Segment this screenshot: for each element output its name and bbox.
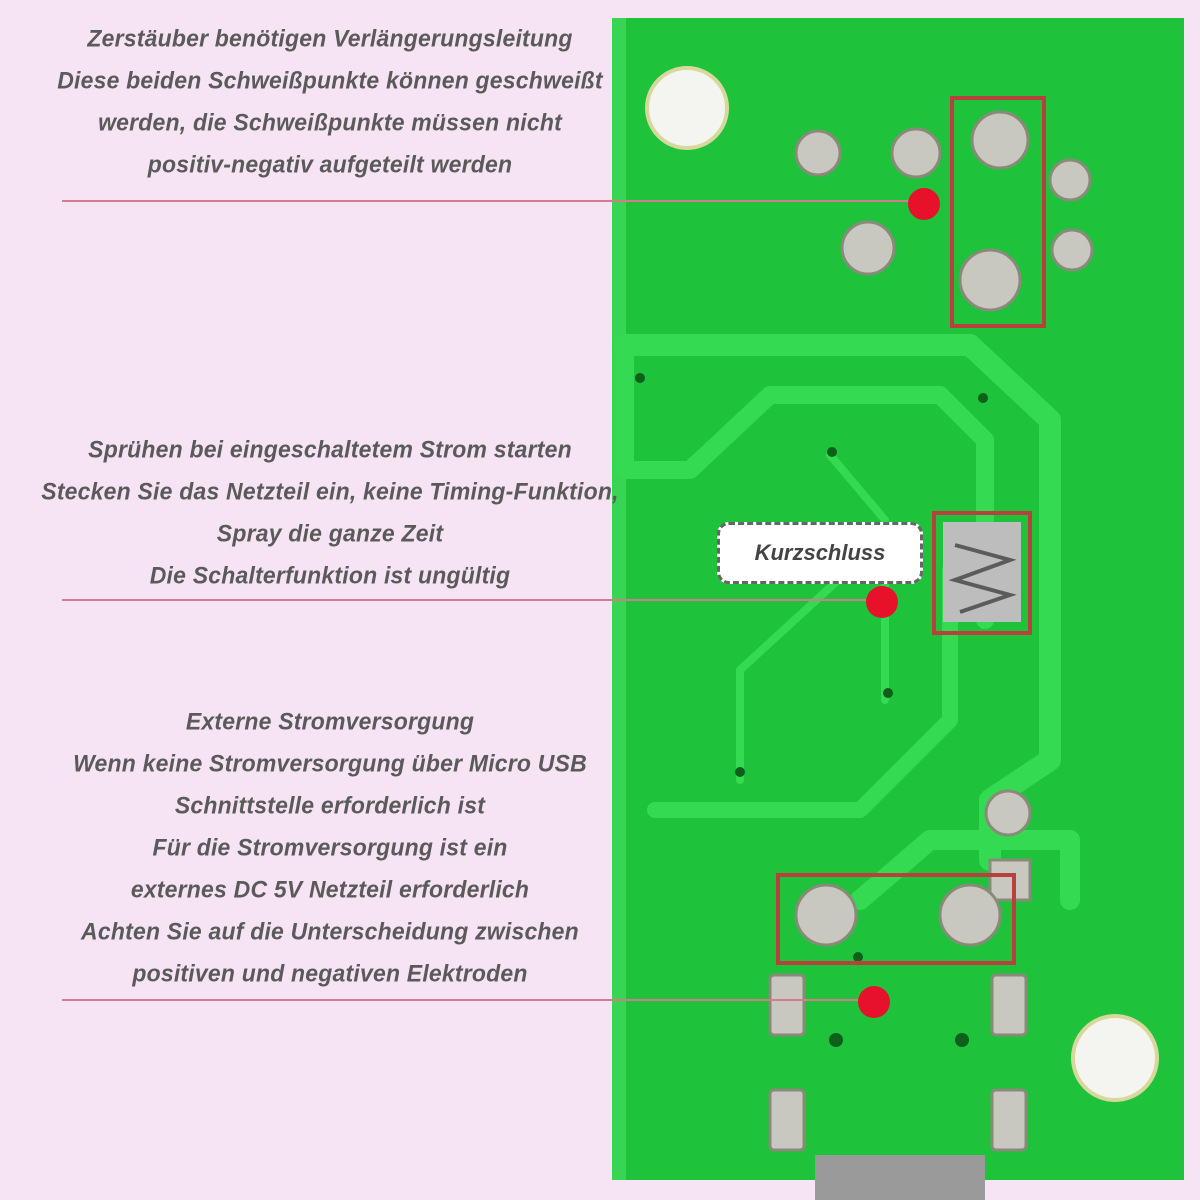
short-circuit-label: Kurzschluss <box>754 540 886 565</box>
leader-line-3 <box>62 999 860 1001</box>
solder-pad-dc-positive <box>794 883 858 947</box>
leader-line-2 <box>62 599 878 601</box>
via <box>827 447 837 457</box>
solder-pad <box>794 129 842 177</box>
annotation-line: Zerstäuber benötigen Verlängerungsleitun… <box>87 24 573 52</box>
solder-pad <box>890 127 942 179</box>
solder-pad <box>840 220 896 276</box>
solder-pad <box>1048 158 1092 202</box>
annotation-line: Achten Sie auf die Unterscheidung zwisch… <box>81 917 579 945</box>
annotation-line: Schnittstelle erforderlich ist <box>174 791 486 819</box>
short-circuit-callout: Kurzschluss <box>717 522 923 584</box>
annotation-line: positiven und negativen Elektroden <box>132 959 528 987</box>
annotation-line: Spray die ganze Zeit <box>216 519 444 547</box>
highlight-box-short-circuit <box>932 511 1032 635</box>
annotation-line: werden, die Schweißpunkte müssen nicht <box>98 108 562 136</box>
annotation-line: Die Schalterfunktion ist ungültig <box>149 561 511 589</box>
usb-pin <box>990 973 1028 1037</box>
annotation-line: Diese beiden Schweißpunkte können geschw… <box>57 66 603 94</box>
via <box>829 1033 843 1047</box>
solder-pad <box>1050 228 1094 272</box>
annotation-line: Sprühen bei eingeschaltetem Strom starte… <box>88 435 572 463</box>
marker-dot-2 <box>866 586 898 618</box>
trace-bottom <box>647 562 958 818</box>
via <box>735 767 745 777</box>
via <box>853 952 863 962</box>
highlight-box-power-pads <box>776 873 1016 965</box>
highlight-box-weld-points <box>950 96 1046 328</box>
via <box>635 373 645 383</box>
trace-center <box>826 451 889 704</box>
annotation-weld-points: Zerstäuber benötigen Verlängerungsleitun… <box>20 17 640 185</box>
via <box>955 1033 969 1047</box>
trace-usb-lane <box>850 830 1080 910</box>
usb-pin <box>768 1088 806 1152</box>
annotation-line: Stecken Sie das Netzteil ein, keine Timi… <box>41 477 619 505</box>
annotation-line: Externe Stromversorgung <box>185 707 475 735</box>
leader-line-1 <box>62 200 924 202</box>
annotation-line: externes DC 5V Netzteil erforderlich <box>130 875 530 903</box>
annotation-line: positiv-negativ aufgeteilt werden <box>147 150 513 178</box>
solder-pad <box>958 248 1022 312</box>
solder-pad <box>984 789 1032 837</box>
marker-dot-3 <box>858 986 890 1018</box>
usb-pin <box>768 973 806 1037</box>
via <box>883 688 893 698</box>
usb-pin <box>990 1088 1028 1152</box>
marker-dot-1 <box>908 188 940 220</box>
annotation-external-power: Externe Stromversorgung Wenn keine Strom… <box>20 700 640 994</box>
mounting-hole-bottom <box>1071 1014 1159 1102</box>
short-circuit-wire <box>948 543 1017 614</box>
annotation-spray-on-power: Sprühen bei eingeschaltetem Strom starte… <box>20 428 640 596</box>
annotation-line: Wenn keine Stromversorgung über Micro US… <box>73 749 587 777</box>
usb-connector-housing <box>815 1155 985 1200</box>
solder-pad-dc-negative <box>938 883 1002 947</box>
solder-pad <box>970 110 1030 170</box>
via <box>978 393 988 403</box>
annotation-line: Für die Stromversorgung ist ein <box>152 833 508 861</box>
solder-pad <box>988 858 1032 902</box>
mounting-hole-top <box>645 66 729 150</box>
trace-left-loop <box>616 336 994 629</box>
